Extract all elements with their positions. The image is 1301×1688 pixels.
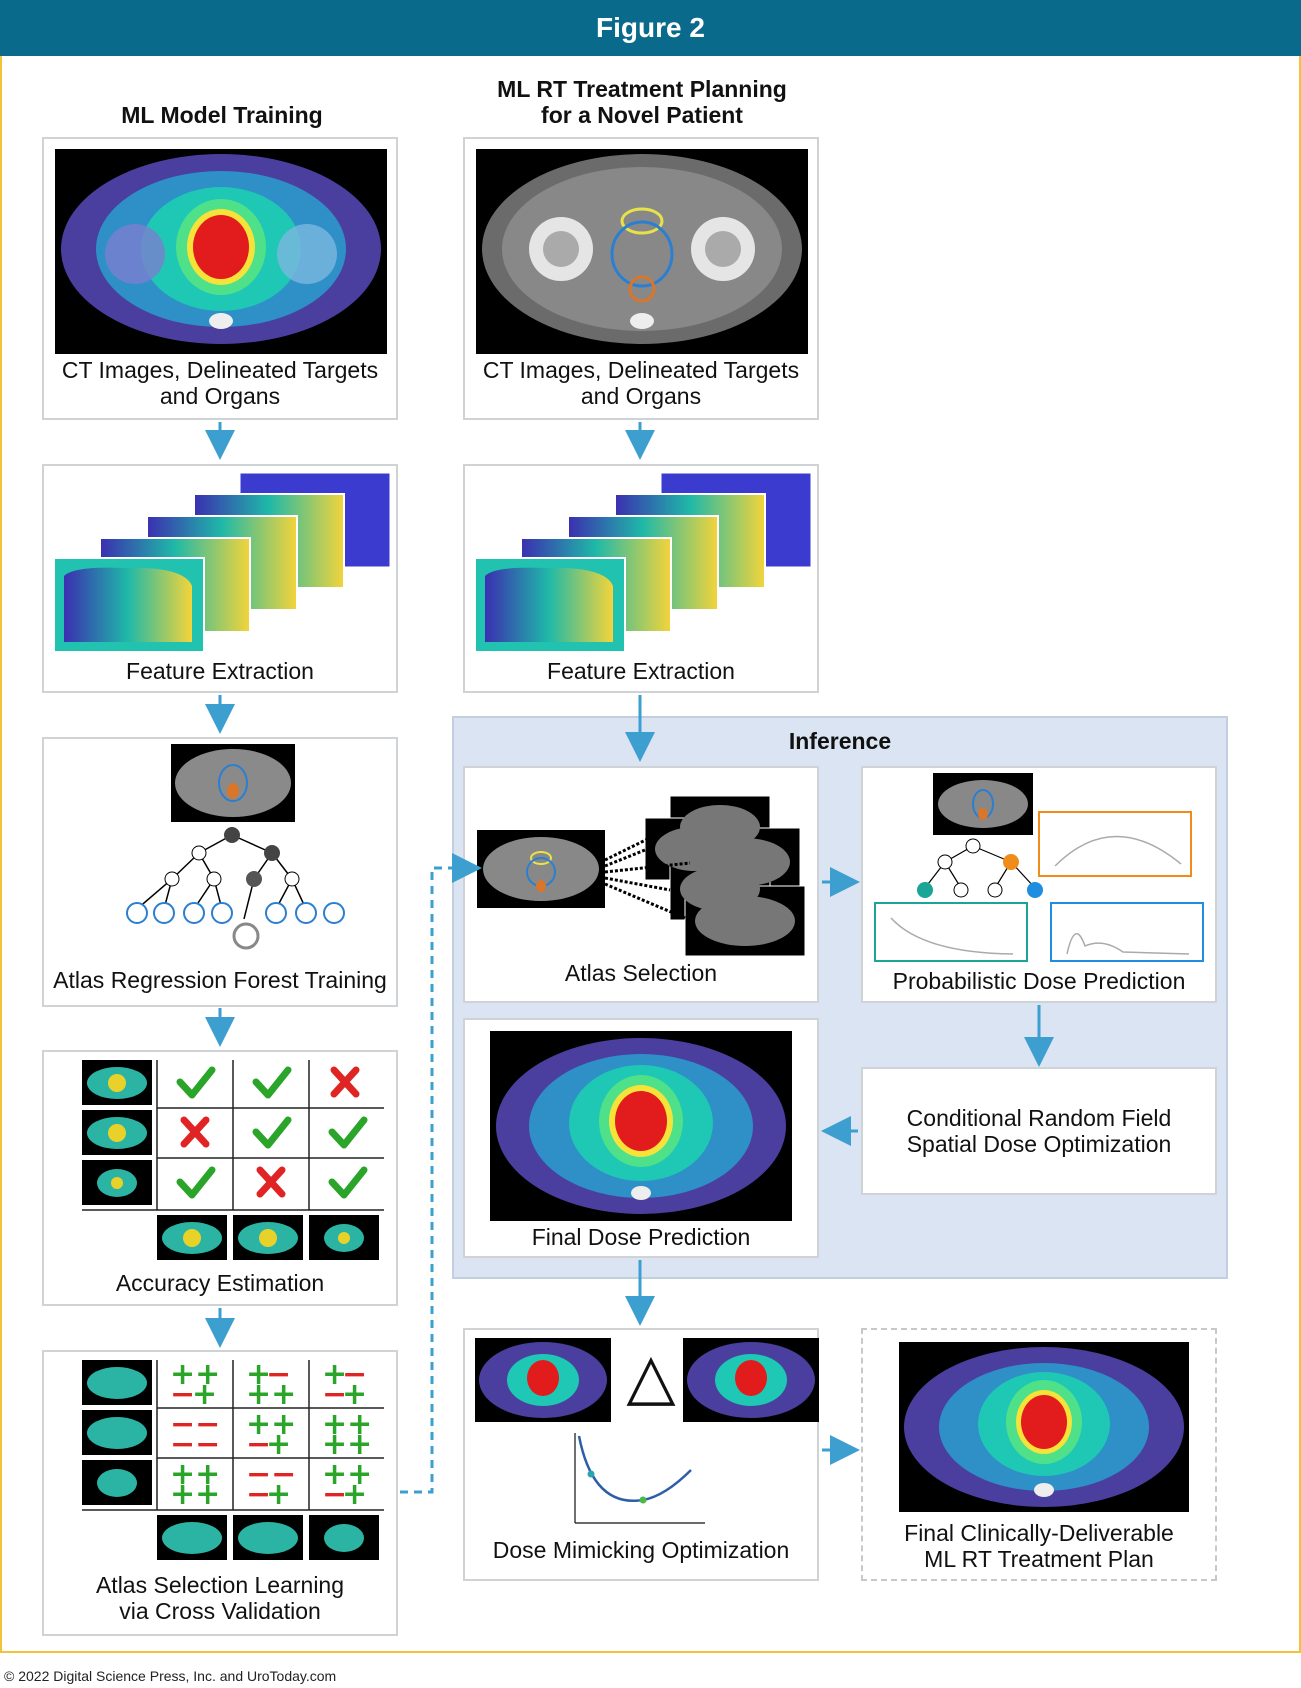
dose-image-right xyxy=(683,1338,819,1422)
final-plan-image xyxy=(899,1342,1189,1512)
cross-validation-grid: ++−+ +−++ +−−+ −−−− ++−+ ++++ ++++ −−−+ … xyxy=(82,1357,384,1560)
left-column-title: ML Model Training xyxy=(121,102,323,128)
atlas-selection-box: Atlas Selection xyxy=(463,766,819,1003)
left-feature-caption: Feature Extraction xyxy=(126,658,314,684)
svg-text:++: ++ xyxy=(322,1427,372,1462)
figure-header: Figure 2 xyxy=(0,0,1301,56)
svg-text:−: − xyxy=(322,1377,347,1412)
atlas-learning-box: ++−+ +−++ +−−+ −−−− ++−+ ++++ ++++ −−−+ … xyxy=(42,1350,398,1636)
final-plan-box: Final Clinically-Deliverable ML RT Treat… xyxy=(861,1328,1217,1581)
figure-frame xyxy=(0,0,1301,1653)
right-title-line1: ML RT Treatment Planning xyxy=(497,76,787,102)
right-ct-caption-line1: CT Images, Delineated Targets xyxy=(482,357,800,383)
svg-text:−: − xyxy=(246,1477,271,1512)
svg-text:−: − xyxy=(170,1377,195,1412)
final-plan-line1: Final Clinically-Deliverable xyxy=(904,1520,1174,1546)
svg-text:−: − xyxy=(246,1427,271,1462)
plain-ct-image xyxy=(476,149,808,354)
svg-text:++: ++ xyxy=(246,1377,296,1412)
svg-text:+: + xyxy=(246,1357,271,1392)
svg-text:−: − xyxy=(322,1477,347,1512)
left-ct-caption: CT Images, Delineated Targets and Organs xyxy=(44,357,396,409)
svg-text:++: ++ xyxy=(246,1407,296,1442)
right-feature-box: Feature Extraction xyxy=(463,464,819,693)
right-ct-caption-line2: and Organs xyxy=(580,383,702,409)
svg-text:+: + xyxy=(342,1377,367,1412)
regression-forest-diagram xyxy=(126,744,345,950)
atlas-selection-caption: Atlas Selection xyxy=(564,960,718,986)
probabilistic-dose-diagram xyxy=(874,773,1204,962)
svg-text:−−: −− xyxy=(170,1407,220,1442)
right-feature-caption: Feature Extraction xyxy=(547,658,735,684)
feature-maps-stack xyxy=(474,472,812,653)
svg-text:−: − xyxy=(266,1357,291,1392)
svg-text:++: ++ xyxy=(322,1457,372,1492)
svg-text:−−: −− xyxy=(170,1427,220,1462)
crf-caption: Conditional Random Field Spatial Dose Op… xyxy=(863,1105,1215,1157)
forest-caption: Atlas Regression Forest Training xyxy=(53,967,387,993)
dose-mimicking-caption: Dose Mimicking Optimization xyxy=(492,1537,790,1563)
crf-line2: Spatial Dose Optimization xyxy=(906,1131,1172,1157)
right-column-title: ML RT Treatment Planning for a Novel Pat… xyxy=(462,76,822,128)
final-dose-image xyxy=(490,1031,792,1221)
svg-text:+: + xyxy=(322,1357,347,1392)
atlas-selection-diagram xyxy=(477,795,806,957)
accuracy-box: Accuracy Estimation xyxy=(42,1050,398,1306)
left-ct-caption-line1: CT Images, Delineated Targets xyxy=(61,357,379,383)
delta-symbol: △ xyxy=(626,1340,676,1412)
right-ct-box: CT Images, Delineated Targets and Organs xyxy=(463,137,819,420)
final-plan-line2: ML RT Treatment Plan xyxy=(924,1546,1154,1572)
svg-text:++: ++ xyxy=(170,1477,220,1512)
footer-copyright: © 2022 Digital Science Press, Inc. and U… xyxy=(4,1668,337,1684)
svg-text:++: ++ xyxy=(322,1407,372,1442)
svg-text:++: ++ xyxy=(170,1357,220,1392)
crf-line1: Conditional Random Field xyxy=(906,1105,1172,1131)
probabilistic-dose-box: Probabilistic Dose Prediction xyxy=(861,766,1217,1003)
atlas-learning-line1: Atlas Selection Learning xyxy=(95,1572,345,1598)
crf-box: Conditional Random Field Spatial Dose Op… xyxy=(861,1067,1217,1195)
forest-training-box: Atlas Regression Forest Training xyxy=(42,737,398,1007)
svg-text:−−: −− xyxy=(246,1457,296,1492)
probabilistic-dose-caption: Probabilistic Dose Prediction xyxy=(892,968,1186,994)
svg-text:++: ++ xyxy=(170,1457,220,1492)
accuracy-caption: Accuracy Estimation xyxy=(115,1270,325,1296)
left-ct-box: CT Images, Delineated Targets and Organs xyxy=(42,137,398,420)
svg-text:−: − xyxy=(342,1357,367,1392)
svg-text:+: + xyxy=(192,1377,217,1412)
svg-text:+: + xyxy=(266,1427,291,1462)
right-ct-caption: CT Images, Delineated Targets and Organs xyxy=(465,357,817,409)
left-feature-box: Feature Extraction xyxy=(42,464,398,693)
accuracy-grid xyxy=(82,1060,384,1260)
optimization-curve xyxy=(574,1433,705,1524)
feature-maps-stack xyxy=(53,472,391,653)
right-title-line2: for a Novel Patient xyxy=(541,102,743,128)
final-dose-box: Final Dose Prediction xyxy=(463,1018,819,1258)
svg-text:+: + xyxy=(342,1477,367,1512)
figure-title: Figure 2 xyxy=(596,12,705,43)
left-ct-caption-line2: and Organs xyxy=(159,383,281,409)
final-plan-caption: Final Clinically-Deliverable ML RT Treat… xyxy=(863,1520,1215,1572)
dose-image-left xyxy=(475,1338,611,1422)
atlas-learning-line2: via Cross Validation xyxy=(119,1598,321,1624)
dose-mimicking-box: △ Dose Mimicking Optimization xyxy=(463,1328,819,1581)
inference-title: Inference xyxy=(788,728,892,754)
dose-ct-image xyxy=(55,149,387,354)
atlas-learning-caption: Atlas Selection Learning via Cross Valid… xyxy=(44,1572,396,1624)
final-dose-caption: Final Dose Prediction xyxy=(531,1224,751,1250)
svg-text:+: + xyxy=(266,1477,291,1512)
